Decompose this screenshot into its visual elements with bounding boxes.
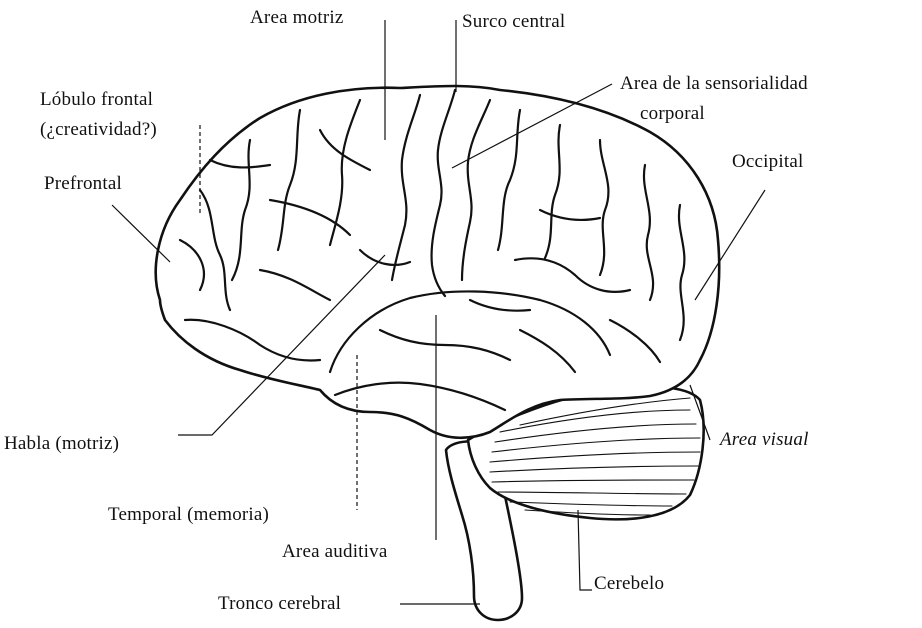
label-lobulo-frontal-line1: Lóbulo frontal	[40, 88, 153, 112]
label-occipital: Occipital	[732, 150, 803, 174]
label-sensorialidad-line1: Area de la sensorialidad	[620, 72, 808, 96]
label-sensorialidad-line2: corporal	[640, 102, 705, 126]
label-habla: Habla (motriz)	[4, 432, 119, 456]
label-temporal: Temporal (memoria)	[108, 503, 269, 527]
label-surco-central: Surco central	[462, 10, 565, 34]
label-tronco-cerebral: Tronco cerebral	[218, 592, 341, 616]
label-area-auditiva: Area auditiva	[282, 540, 387, 564]
label-cerebelo: Cerebelo	[594, 572, 664, 596]
label-area-motriz: Area motriz	[250, 6, 343, 30]
label-prefrontal: Prefrontal	[44, 172, 122, 196]
label-area-visual: Area visual	[720, 428, 809, 452]
label-lobulo-frontal-line2: (¿creatividad?)	[40, 118, 157, 142]
cerebrum	[156, 86, 719, 438]
